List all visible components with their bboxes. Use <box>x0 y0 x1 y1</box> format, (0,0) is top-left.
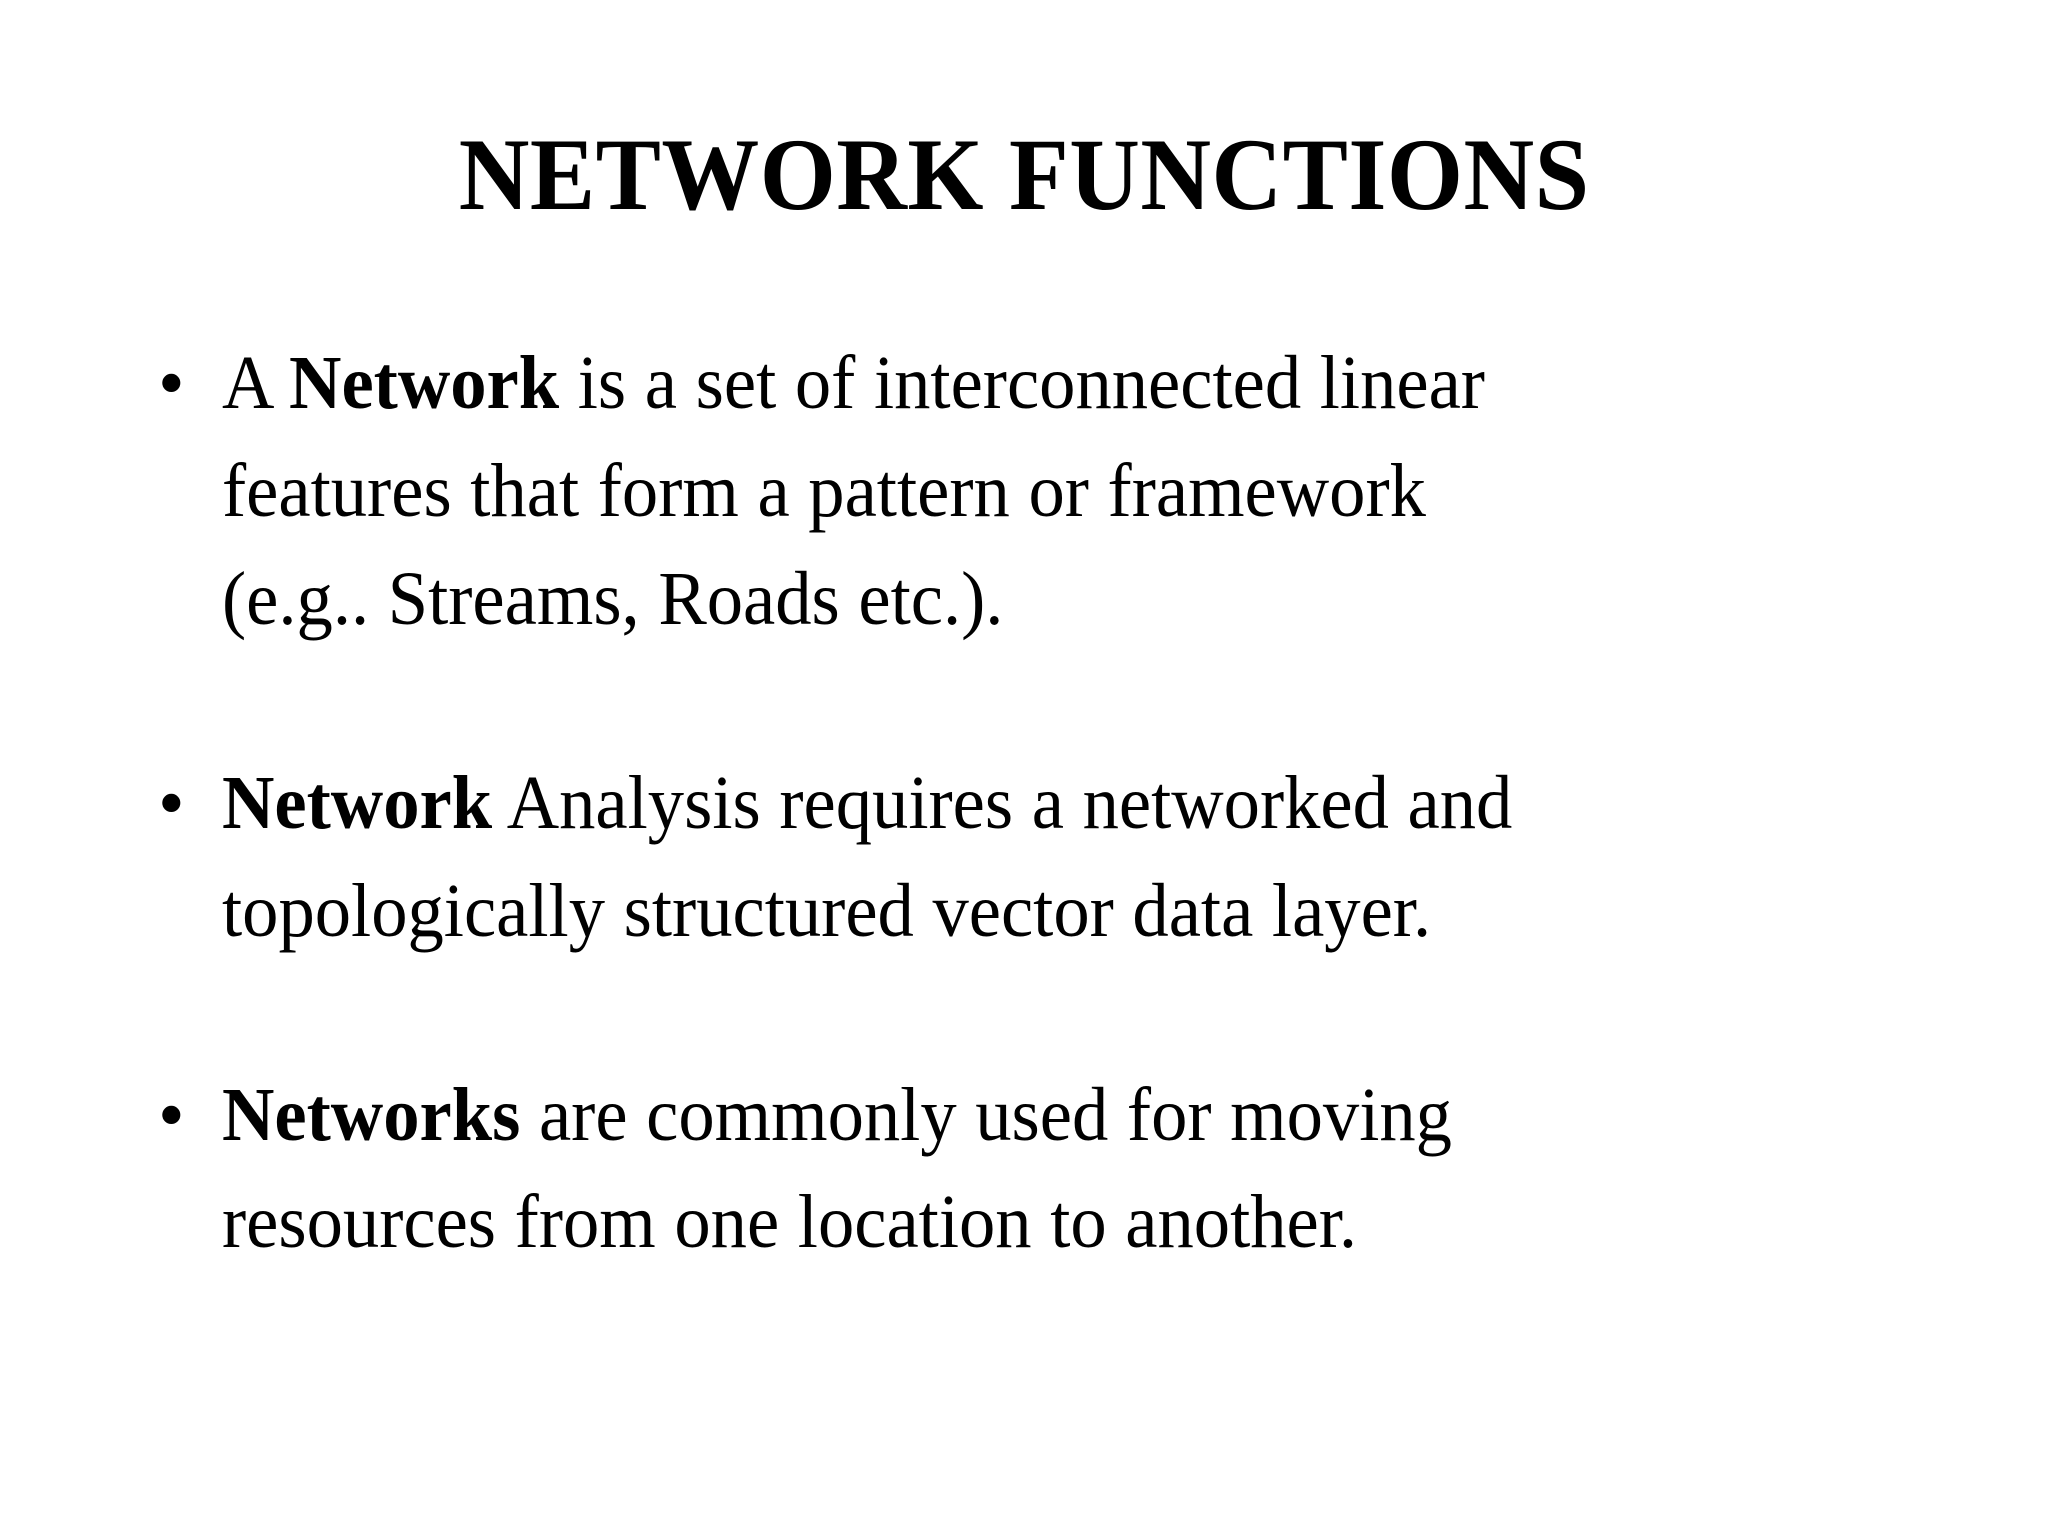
bullet-line-rest: are commonly used for moving <box>520 1072 1452 1157</box>
bullet-line-2: resources from one location to another. <box>222 1180 1358 1265</box>
list-item: • Network Analysis requires a networked … <box>150 750 1950 966</box>
bullet-line-2: features that form a pattern or framewor… <box>222 448 1426 533</box>
bullet-line-rest: is a set of interconnected linear <box>559 341 1485 425</box>
page-title: NETWORK FUNCTIONS <box>458 118 1590 232</box>
list-item-text: Networks are commonly used for moving re… <box>222 1062 1872 1278</box>
bullet-line-2: topologically structured vector data lay… <box>222 868 1432 953</box>
bullet-point-icon: • <box>158 341 185 425</box>
bullet-line-3: (e.g.. Streams, Roads etc.). <box>222 556 1004 641</box>
bullet-line-rest: Analysis requires a networked and <box>492 760 1513 845</box>
list-item: • A Network is a set of interconnected l… <box>150 330 1950 654</box>
bullet-lead-keyword: Network <box>289 341 560 425</box>
slide-title-container: NETWORK FUNCTIONS <box>0 52 2048 298</box>
list-item: • Networks are commonly used for moving … <box>150 1062 1950 1278</box>
bullet-line-prefix: A <box>222 341 290 425</box>
bullet-point-icon: • <box>158 1072 185 1157</box>
list-item-text: A Network is a set of interconnected lin… <box>222 330 1872 654</box>
slide-body-content: • A Network is a set of interconnected l… <box>150 330 1950 1277</box>
bullet-lead-keyword: Networks <box>222 1072 521 1157</box>
bullet-point-icon: • <box>158 760 185 845</box>
bullet-lead-keyword: Network <box>222 760 493 845</box>
list-item-text: Network Analysis requires a networked an… <box>222 750 1872 966</box>
